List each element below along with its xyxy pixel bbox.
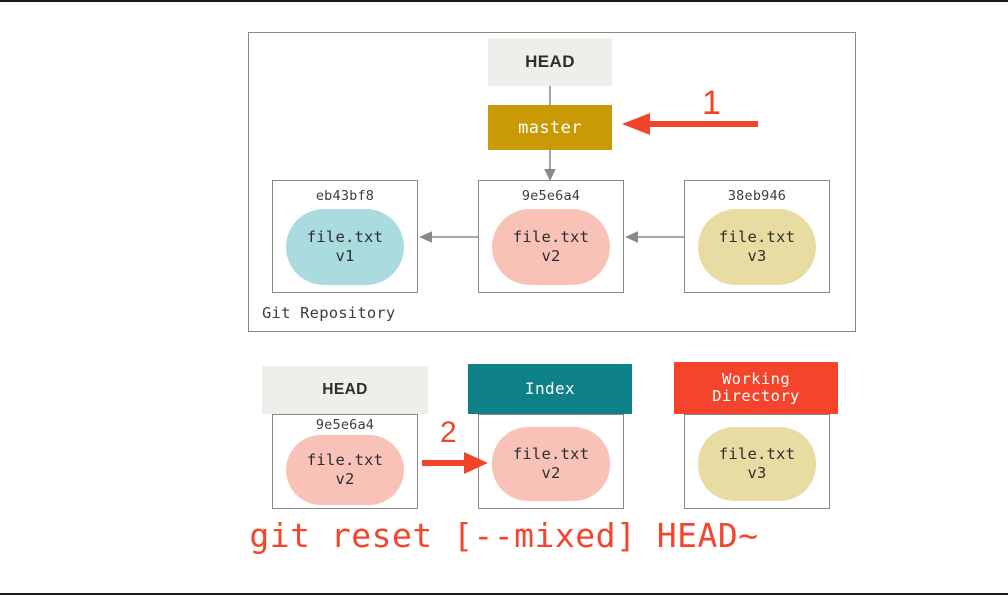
page-bottom-rule <box>0 593 1008 595</box>
commit-blob: file.txt v1 <box>286 209 404 285</box>
area-blob: file.txt v2 <box>286 435 404 505</box>
blob-filename: file.txt <box>718 228 796 247</box>
area-box-head[interactable]: 9e5e6a4 file.txt v2 <box>272 414 418 509</box>
connector-master-to-commit <box>540 150 560 182</box>
blob-filename: file.txt <box>512 228 590 247</box>
blob-version: v3 <box>747 464 767 482</box>
blob-version: v3 <box>747 247 767 265</box>
area-box-working-directory[interactable]: file.txt v3 <box>684 414 830 509</box>
area-blob: file.txt v3 <box>698 427 816 501</box>
head-ref-box[interactable]: HEAD <box>488 38 612 86</box>
master-ref-box[interactable]: master <box>488 105 612 150</box>
commit-hash: 9e5e6a4 <box>521 188 581 204</box>
commit-box-eb43bf8[interactable]: eb43bf8 file.txt v1 <box>272 180 418 293</box>
area-header-working-directory[interactable]: Working Directory <box>674 362 838 414</box>
area-blob: file.txt v2 <box>492 427 610 501</box>
page-top-rule <box>0 0 1008 2</box>
blob-version: v2 <box>541 464 561 482</box>
blob-filename: file.txt <box>512 445 590 464</box>
blob-filename: file.txt <box>306 451 384 470</box>
callout-number-2: 2 <box>440 416 457 449</box>
git-repository-label: Git Repository <box>262 304 396 322</box>
area-header-head[interactable]: HEAD <box>262 366 428 414</box>
blob-version: v2 <box>335 470 355 488</box>
blob-version: v2 <box>541 247 561 265</box>
commit-box-38eb946[interactable]: 38eb946 file.txt v3 <box>684 180 830 293</box>
connector-head-to-master <box>548 86 552 106</box>
connector-commit3-to-commit2 <box>624 228 684 246</box>
callout-arrow-1 <box>620 111 760 137</box>
command-caption: git reset [--mixed] HEAD~ <box>249 516 759 555</box>
callout-number-1: 1 <box>702 84 721 122</box>
connector-commit2-to-commit1 <box>418 228 478 246</box>
commit-hash: eb43bf8 <box>315 188 375 204</box>
blob-version: v1 <box>335 247 355 265</box>
area-header-index[interactable]: Index <box>468 364 632 414</box>
commit-blob: file.txt v2 <box>492 209 610 285</box>
blob-filename: file.txt <box>718 445 796 464</box>
area-commit-hash: 9e5e6a4 <box>315 417 375 433</box>
area-box-index[interactable]: file.txt v2 <box>478 414 624 509</box>
blob-filename: file.txt <box>306 228 384 247</box>
commit-hash: 38eb946 <box>727 188 787 204</box>
commit-blob: file.txt v3 <box>698 209 816 285</box>
commit-box-9e5e6a4[interactable]: 9e5e6a4 file.txt v2 <box>478 180 624 293</box>
callout-arrow-2 <box>422 450 490 476</box>
